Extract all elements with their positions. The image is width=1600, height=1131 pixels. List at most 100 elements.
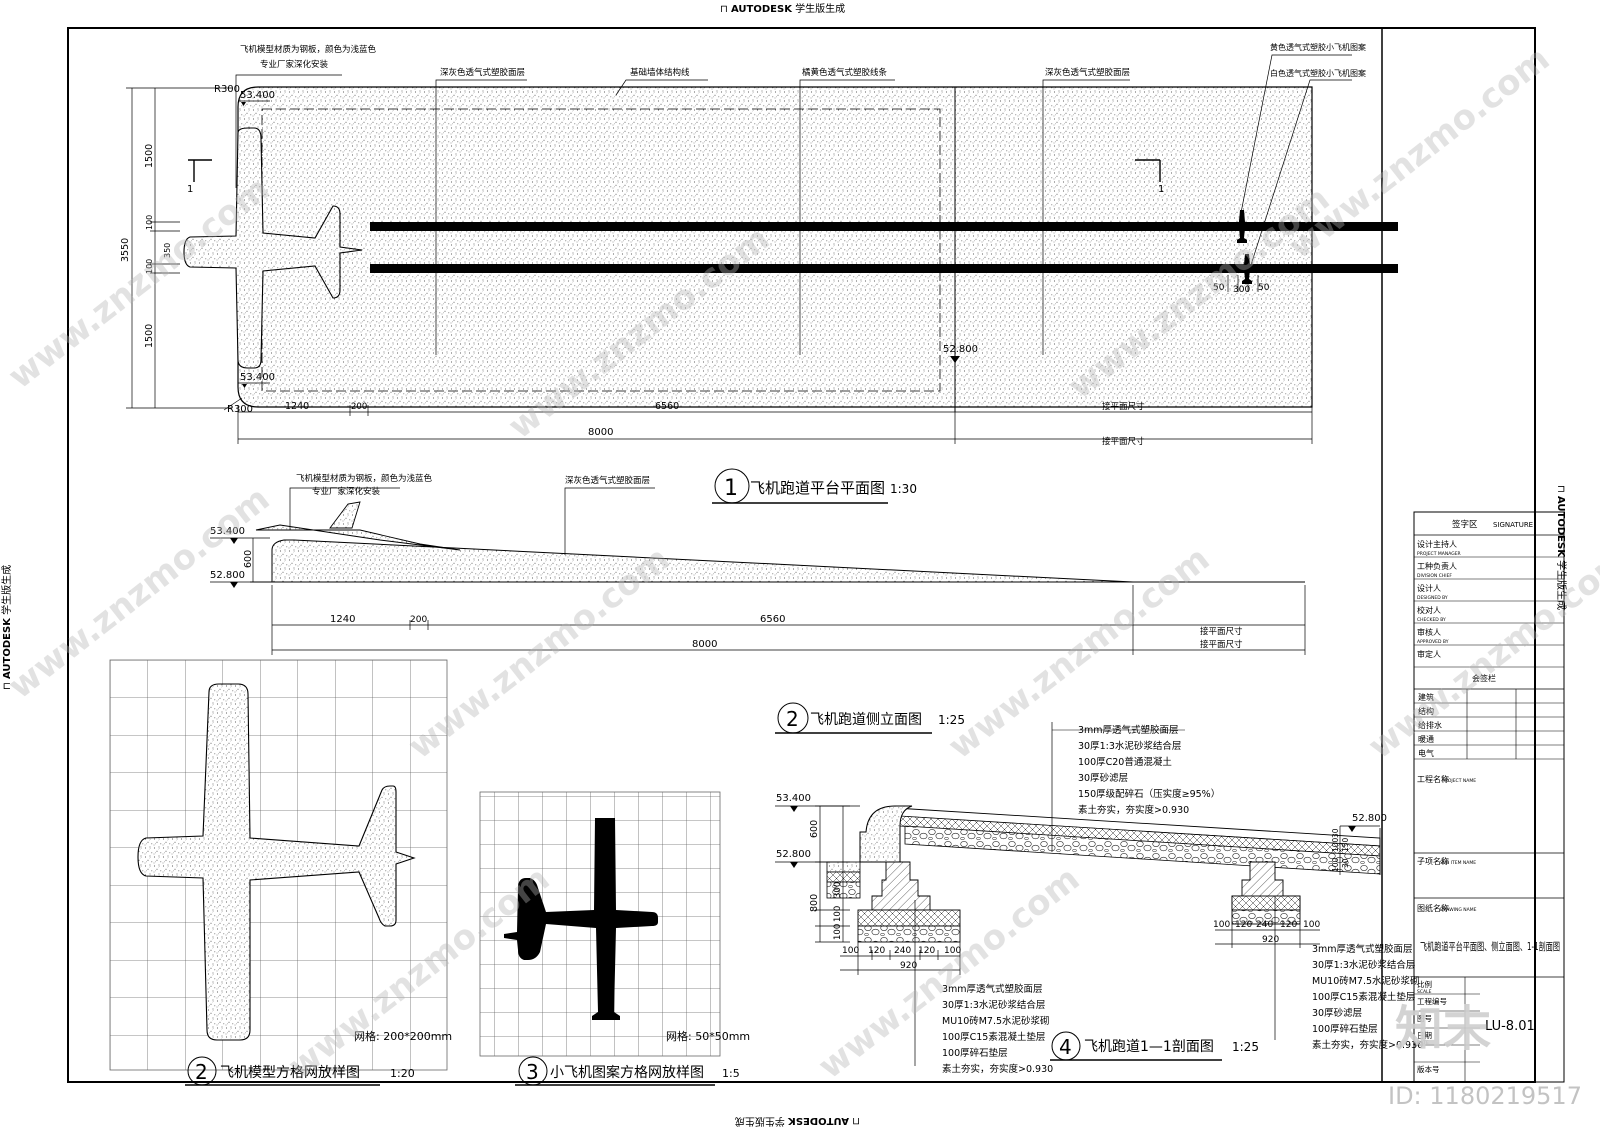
elevation-dims	[271, 585, 1306, 655]
svg-text:1:25: 1:25	[938, 713, 965, 727]
svg-text:建筑: 建筑	[1418, 692, 1434, 702]
elevation-dim-h0: 1240	[330, 614, 355, 625]
svg-text:图号: 图号	[1417, 1014, 1432, 1023]
section-layer-notes-left: 3mm厚透气式塑胶面层 30厚1:3水泥砂浆结合层 MU10砖M7.5水泥砂浆砌…	[942, 983, 1053, 1075]
svg-text:30厚砂滤层: 30厚砂滤层	[1312, 1007, 1362, 1019]
svg-text:3mm厚透气式塑胶面层: 3mm厚透气式塑胶面层	[1078, 724, 1179, 736]
plan-match1: 接平面尺寸	[1102, 401, 1145, 412]
elevation-match1: 接平面尺寸	[1200, 626, 1243, 637]
brick-wall-left	[871, 861, 931, 911]
footing-right	[1231, 895, 1301, 911]
svg-text:SCALE: SCALE	[1417, 989, 1432, 995]
svg-text:52.800: 52.800	[943, 344, 978, 355]
svg-text:MU10砖M7.5水泥砂浆砌: MU10砖M7.5水泥砂浆砌	[942, 1015, 1050, 1027]
svg-text:小飞机图案方格网放样图: 小飞机图案方格网放样图	[550, 1064, 704, 1081]
svg-text:150: 150	[1341, 837, 1350, 852]
section-mark-left: 1	[187, 159, 212, 195]
svg-text:52.800: 52.800	[776, 849, 811, 860]
svg-text:结构: 结构	[1418, 706, 1434, 716]
plan-elevations: 53.400 53.400 52.800 R300 R300	[214, 84, 978, 415]
elevation-dim-h1: 200	[410, 615, 427, 625]
svg-text:100厚碎石垫层: 100厚碎石垫层	[1312, 1023, 1378, 1035]
small-plane-layout	[504, 818, 658, 1020]
section-dim-r3: 120	[1280, 920, 1297, 930]
svg-text:2: 2	[786, 707, 799, 731]
svg-text:100厚C15素混凝土垫层: 100厚C15素混凝土垫层	[1312, 991, 1415, 1003]
svg-text:30厚1:3水泥砂浆结合层: 30厚1:3水泥砂浆结合层	[1312, 959, 1415, 971]
svg-text:30厚1:3水泥砂浆结合层: 30厚1:3水泥砂浆结合层	[942, 999, 1045, 1011]
footing-left	[857, 909, 961, 927]
section-dim-r-total: 920	[1262, 935, 1279, 945]
section-dim-v1: 800	[809, 894, 820, 912]
runway-stripe-bottom	[370, 264, 1398, 273]
svg-text:100: 100	[1331, 837, 1340, 852]
autodesk-stamp-top: ⊓ AUTODESK 学生版生成	[720, 2, 845, 15]
svg-text:⊓ AUTODESK 学生版生成: ⊓ AUTODESK 学生版生成	[735, 1115, 860, 1128]
svg-text:比例: 比例	[1417, 979, 1432, 989]
svg-text:100: 100	[1331, 857, 1340, 872]
plan-dim-total-h: 8000	[588, 427, 613, 438]
section-dim-v3: 100	[833, 906, 843, 922]
section-dim-r1: 120	[1235, 920, 1252, 930]
section-dims-right-vertical: 30 100 150 30 100	[1331, 826, 1350, 875]
section-dims-right	[1215, 924, 1320, 948]
autodesk-stamp-bottom: ⊓ AUTODESK 学生版生成	[735, 1115, 860, 1128]
section-layer-notes-top: 3mm厚透气式塑胶面层 30厚1:3水泥砂浆结合层 100厚C20普通混凝土 3…	[1078, 724, 1220, 816]
sub-name-label: 子项名称	[1417, 856, 1449, 866]
drawing-name-en: DRAWING NAME	[1440, 907, 1477, 913]
svg-text:53.400: 53.400	[240, 372, 275, 383]
section-layer-notes-right: 3mm厚透气式塑胶面层 30厚1:3水泥砂浆结合层 MU10砖M7.5水泥砂浆砌…	[1312, 943, 1423, 1051]
svg-text:100厚C15素混凝土垫层: 100厚C15素混凝土垫层	[942, 1031, 1045, 1043]
elevation-levels: 53.400 52.800 600	[210, 526, 270, 588]
svg-text:R300: R300	[227, 404, 253, 415]
svg-text:素土夯实，夯实度>0.930: 素土夯实，夯实度>0.930	[942, 1063, 1053, 1075]
svg-text:1: 1	[724, 476, 738, 501]
grid-big-note: 网格: 200*200mm	[354, 1029, 452, 1043]
svg-text:日期: 日期	[1417, 1031, 1432, 1040]
svg-text:⊓ AUTODESK 学生版生成: ⊓ AUTODESK 学生版生成	[720, 2, 845, 15]
section-dim-v0: 600	[809, 820, 820, 838]
discipline-rows: 建筑 结构 给排水 暖通 电气	[1414, 689, 1564, 760]
svg-text:30: 30	[1331, 828, 1340, 838]
svg-text:1: 1	[1158, 184, 1164, 195]
svg-text:APPROVED BY: APPROVED BY	[1417, 639, 1449, 645]
elevation-ramp	[271, 539, 1134, 583]
base-left	[857, 925, 961, 943]
plan-dim-total-v: 3550	[120, 238, 131, 262]
svg-text:4: 4	[1059, 1035, 1072, 1059]
elevation-dim-total: 8000	[692, 639, 717, 650]
svg-text:3mm厚透气式塑胶面层: 3mm厚透气式塑胶面层	[1312, 943, 1413, 955]
svg-text:DESIGNED BY: DESIGNED BY	[1417, 595, 1448, 601]
svg-text:素土夯实，夯实度>0.930: 素土夯实，夯实度>0.930	[1312, 1039, 1423, 1051]
svg-text:飞机跑道侧立面图: 飞机跑道侧立面图	[810, 712, 922, 728]
plan-dim-v0: 1500	[144, 144, 155, 168]
section-dim-v2: 300	[833, 882, 843, 898]
plan-dim-h2: 6560	[655, 401, 679, 412]
svg-text:3mm厚透气式塑胶面层: 3mm厚透气式塑胶面层	[942, 983, 1043, 995]
plan-dim-small2: 50	[1258, 283, 1270, 293]
plan-dim-v3: 100	[145, 259, 154, 274]
plane-model-layout	[137, 683, 416, 1041]
svg-text:版本号: 版本号	[1417, 1064, 1440, 1074]
svg-text:飞机跑道1—1剖面图: 飞机跑道1—1剖面图	[1084, 1039, 1214, 1055]
plan-dim-small1: 300	[1233, 285, 1250, 295]
section-view: 53.400 52.800 52.800 600 800 300 100 100	[775, 722, 1423, 1075]
label-surface-a: 深灰色透气式塑胶面层	[440, 67, 525, 78]
svg-text:暖通: 暖通	[1418, 734, 1434, 744]
plan-title: 1 飞机跑道平台平面图 1:30	[712, 468, 917, 504]
section-dim-b-total: 920	[900, 961, 917, 971]
svg-text:校对人: 校对人	[1417, 605, 1441, 615]
svg-text:1: 1	[187, 184, 193, 195]
svg-text:1:25: 1:25	[1232, 1040, 1259, 1054]
svg-text:53.400: 53.400	[210, 526, 245, 537]
label-small-plane-b: 白色透气式塑胶小飞机图案	[1270, 68, 1366, 78]
sign-header: 签字区	[1452, 519, 1478, 530]
project-name-en: PROJECT NAME	[1442, 778, 1476, 784]
label-stripe: 橘黄色透气式塑胶线条	[802, 67, 888, 78]
drawing-number: LU-8.01	[1485, 1019, 1535, 1034]
svg-text:R300: R300	[214, 84, 240, 95]
sub-name-en: SUB ITEM NAME	[1440, 860, 1476, 866]
sign-header-en: SIGNATURE	[1493, 521, 1533, 529]
label-surface-b: 深灰色透气式塑胶面层	[1045, 67, 1130, 78]
plan-dims-vertical	[126, 87, 232, 409]
